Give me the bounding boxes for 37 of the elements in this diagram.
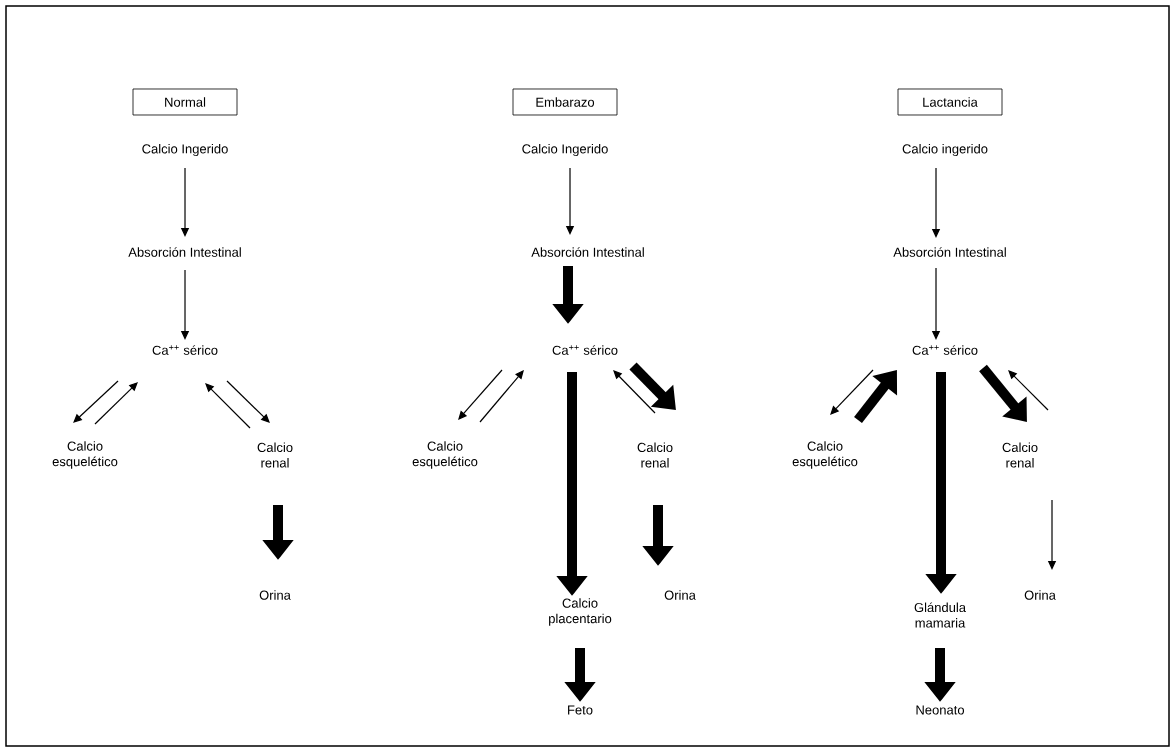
node-label: Calcio esquelético (412, 441, 478, 469)
node-label: Orina (664, 590, 696, 600)
arrow (479, 370, 524, 423)
arrow (94, 382, 138, 425)
arrow (830, 369, 874, 415)
arrow (205, 383, 251, 429)
node-label: Orina (259, 590, 291, 600)
arrow (629, 362, 676, 410)
node-label: Ca$^{++}$ sérico (552, 345, 618, 355)
arrow (854, 370, 898, 424)
header-box: Normal (132, 88, 238, 116)
node-label: Calcio renal (637, 442, 673, 468)
node-label: Calcio esquelético (52, 441, 118, 469)
node-label: Absorción Intestinal (128, 247, 241, 257)
node-label: Feto (568, 705, 593, 715)
arrow (1008, 370, 1049, 411)
node-label: Ca$^{++}$ sérico (152, 345, 218, 355)
node-label: Absorción Intestinal (893, 247, 1006, 257)
node-label: Calcio renal (1002, 442, 1038, 468)
arrow (73, 380, 119, 423)
header-box: Lactancia (897, 88, 1003, 116)
node-label: Orina (1024, 590, 1056, 600)
arrow (458, 369, 503, 420)
node-label: Calcio renal (257, 442, 293, 468)
arrow (979, 364, 1027, 422)
node-label: Absorción Intestinal (531, 247, 644, 257)
arrow (613, 370, 656, 414)
node-label: Calcio Ingerido (142, 143, 228, 157)
header-box: Embarazo (512, 88, 618, 116)
node-label: Ca$^{++}$ sérico (912, 345, 978, 355)
node-label: Calcio ingerido (902, 143, 988, 157)
node-label: Glándula mamaria (914, 602, 966, 628)
node-label: Calcio esquelético (792, 441, 858, 469)
arrow (226, 380, 270, 423)
node-label: Calcio placentario (549, 598, 612, 626)
node-label: Neonato (916, 705, 964, 715)
node-label: Calcio Ingerido (522, 143, 608, 157)
